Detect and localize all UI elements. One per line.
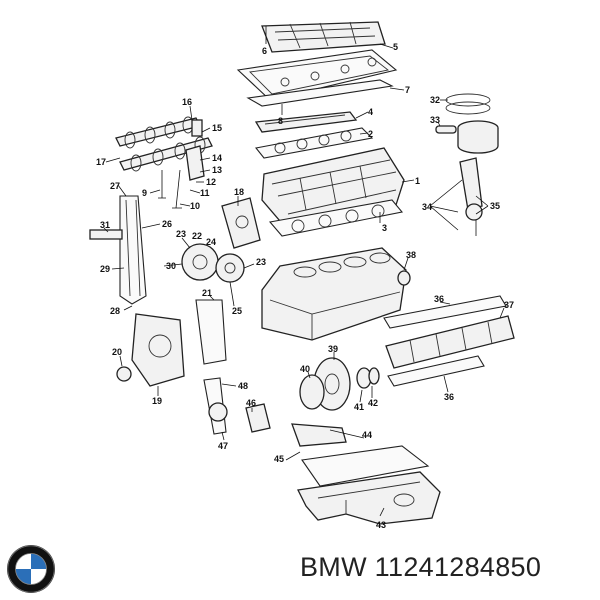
head-gasket [268, 199, 404, 237]
callout-10: 10 [190, 201, 200, 211]
chain-tensioner-rail [89, 229, 123, 240]
callout-37: 37 [504, 300, 514, 310]
front-cover-gasket [195, 299, 227, 365]
callout-9: 9 [142, 188, 147, 198]
callout-31: 31 [100, 220, 110, 230]
callout-6: 6 [262, 46, 267, 56]
callout-leaders [103, 26, 505, 517]
cover-seal [246, 79, 394, 107]
callout-14: 14 [212, 153, 222, 163]
callout-36-upper: 36 [434, 294, 444, 304]
callout-34: 34 [422, 202, 432, 212]
crank-hub [356, 367, 380, 389]
callout-12: 12 [206, 177, 216, 187]
callout-13: 13 [212, 165, 222, 175]
callout-29: 29 [100, 264, 110, 274]
callout-18: 18 [234, 187, 244, 197]
bmw-roundel-icon [7, 545, 55, 593]
callout-4: 4 [368, 107, 373, 117]
callout-36-lower: 36 [444, 392, 454, 402]
callout-7: 7 [405, 85, 410, 95]
callout-20: 20 [112, 347, 122, 357]
callout-43: 43 [376, 520, 386, 530]
callout-26: 26 [162, 219, 172, 229]
callout-48: 48 [238, 381, 248, 391]
callout-42: 42 [368, 398, 378, 408]
callout-16: 16 [182, 97, 192, 107]
main-bearings-lower [387, 355, 485, 387]
callout-46: 46 [246, 398, 256, 408]
oil-pan-gasket [301, 445, 430, 487]
oil-filter-housing [221, 197, 261, 249]
callout-32: 32 [430, 95, 440, 105]
callout-23-upper: 23 [176, 229, 186, 239]
oil-pump-chain [203, 377, 228, 435]
main-bearings-upper [383, 295, 507, 329]
callout-47: 47 [218, 441, 228, 451]
callout-23-lower: 23 [256, 257, 266, 267]
callout-22: 22 [192, 231, 202, 241]
oil-pan [297, 471, 441, 525]
callout-40: 40 [300, 364, 310, 374]
engine-block [261, 247, 407, 341]
callout-33: 33 [430, 115, 440, 125]
head-gasket-upper [254, 127, 374, 159]
callout-38: 38 [406, 250, 416, 260]
connecting-rods [459, 157, 483, 236]
callout-1: 1 [415, 176, 420, 186]
callout-2: 2 [368, 129, 373, 139]
sprockets [181, 243, 245, 283]
valve-cover [261, 21, 386, 53]
valve-cover-gasket [236, 49, 398, 101]
callout-19: 19 [152, 396, 162, 406]
callout-41: 41 [354, 402, 364, 412]
callout-3: 3 [382, 223, 387, 233]
footer: BMW 11241284850 [0, 530, 600, 600]
callout-5: 5 [393, 42, 398, 52]
piston-rings [445, 93, 491, 115]
front-seal [116, 366, 132, 382]
crankshaft [385, 315, 515, 369]
callout-30: 30 [166, 261, 176, 271]
block-plug [397, 270, 411, 286]
callout-25: 25 [232, 306, 242, 316]
callout-27: 27 [110, 181, 120, 191]
callout-39: 39 [328, 344, 338, 354]
pulley [299, 374, 325, 410]
callout-45: 45 [274, 454, 284, 464]
callout-labels: 6 5 7 8 4 2 1 3 16 15 14 13 12 11 10 9 1… [96, 42, 514, 530]
timing-chain [119, 195, 147, 305]
callout-44: 44 [362, 430, 372, 440]
callout-8: 8 [278, 116, 283, 126]
callout-21: 21 [202, 288, 212, 298]
engine-exploded-diagram: 6 5 7 8 4 2 1 3 16 15 14 13 12 11 10 9 1… [89, 21, 515, 530]
part-number-caption: BMW 11241284850 [300, 552, 542, 582]
cam-carrier-strip [254, 111, 358, 133]
valve-train [158, 119, 205, 209]
callout-11: 11 [200, 188, 210, 198]
callout-35: 35 [490, 201, 500, 211]
timing-front-cover [131, 313, 185, 387]
callout-28: 28 [110, 306, 120, 316]
callout-24: 24 [206, 237, 216, 247]
callout-17: 17 [96, 157, 106, 167]
callout-15: 15 [212, 123, 222, 133]
piston [435, 120, 499, 154]
exhaust-camshaft [119, 136, 213, 172]
